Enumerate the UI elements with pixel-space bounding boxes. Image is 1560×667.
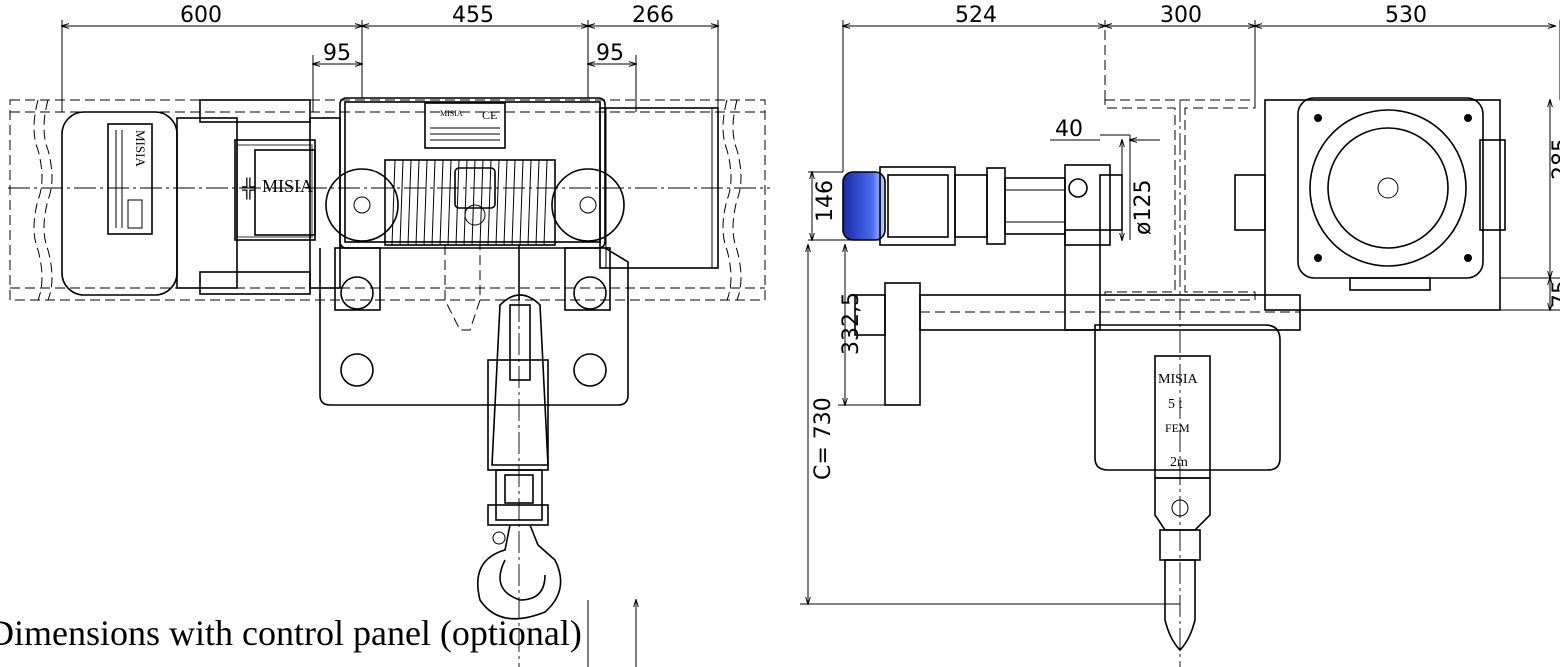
plate-capacity: 5 t (1168, 397, 1183, 412)
ce-mark: CE (482, 108, 497, 122)
plate-brand: MISIA (1158, 372, 1199, 387)
dim-285: 285 (1549, 138, 1560, 180)
dim-95-right: 95 (596, 41, 624, 66)
dim-40: 40 (1055, 117, 1083, 142)
motor-brand-label: MISIA (133, 130, 148, 167)
dim-diameter-125: ø125 (1131, 180, 1156, 235)
front-view: MISIA MISIA ╬ MISIA CE (8, 3, 770, 667)
dimension-lines-side (800, 20, 1560, 604)
motor-fan-cover-blue (842, 171, 886, 241)
beam-outline (9, 99, 766, 301)
dim-c-730: C= 730 (811, 397, 836, 480)
dim-300: 300 (1160, 3, 1202, 28)
side-brand-label: MISIA (262, 176, 313, 196)
brand-symbol: ╬ (241, 177, 255, 200)
hook-block-side (1094, 324, 1281, 652)
rope-drum: MISIA CE (325, 97, 719, 269)
bracket-plate (319, 245, 629, 406)
drawing-caption: Dimensions with control panel (optional) (0, 613, 582, 653)
plate-standard: FEM (1165, 421, 1190, 435)
travel-motor (1264, 97, 1506, 311)
dim-455: 455 (452, 3, 494, 28)
dim-600: 600 (180, 3, 222, 28)
hoist-motor: MISIA MISIA ╬ (61, 99, 341, 296)
hoist-motor-side (842, 164, 1123, 246)
dim-332-5: 332,5 (839, 292, 864, 355)
hook-block (476, 245, 636, 667)
nameplate-brand: MISIA (440, 109, 463, 118)
trolley-shaft (854, 174, 1301, 406)
dim-95-left: 95 (323, 41, 351, 66)
dim-75: 75 (1549, 280, 1560, 308)
side-view: MISIA 5 t FEM 2m (800, 3, 1560, 667)
dim-146: 146 (813, 180, 838, 222)
plate-group: 2m (1170, 455, 1188, 470)
dim-266: 266 (632, 3, 674, 28)
dim-524: 524 (955, 3, 997, 28)
dimension-lines-front (62, 20, 718, 112)
dim-530: 530 (1385, 3, 1427, 28)
